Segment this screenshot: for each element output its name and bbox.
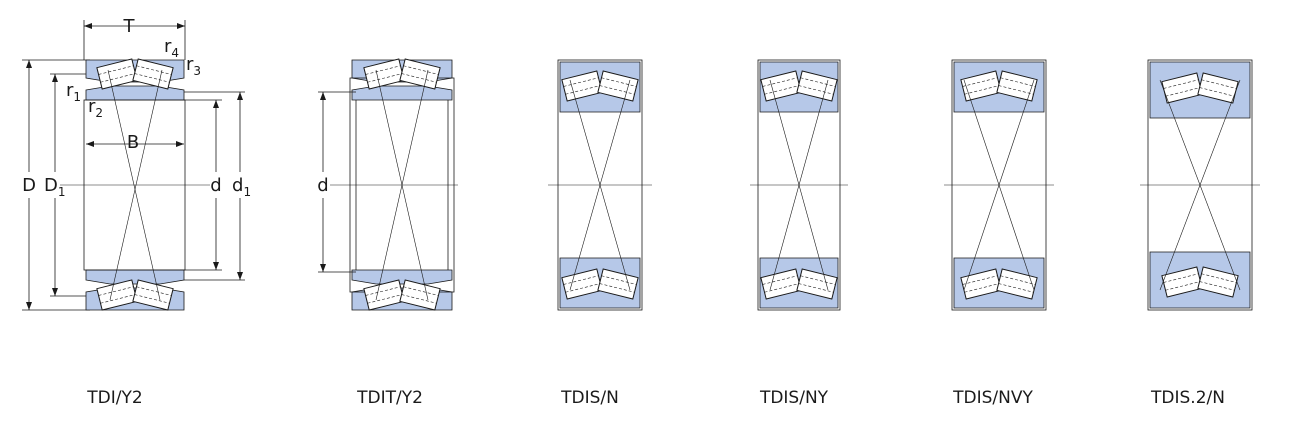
caption-tdis-n: TDIS/N (561, 388, 619, 408)
diagram-tdis-nvy (944, 59, 1054, 311)
dim-d1: d1 (232, 175, 251, 199)
diagram-tdis-ny (750, 59, 848, 311)
caption-tdi-y2: TDI/Y2 (87, 388, 143, 408)
dim-B: B (127, 132, 139, 153)
diagram-tdit-y2: d (317, 58, 458, 311)
dim-d: d (210, 175, 221, 196)
caption-tdis2-n: TDIS.2/N (1151, 388, 1225, 408)
dim-r1: r1 (66, 80, 81, 104)
dim-r2: r2 (88, 96, 103, 120)
diagram-tdis2-n (1140, 59, 1260, 311)
caption-tdis-ny: TDIS/NY (759, 388, 829, 408)
dim-d-tdit: d (317, 175, 328, 196)
dim-T: T (123, 16, 136, 37)
dim-r4: r4 (164, 36, 179, 60)
caption-tdis-nvy: TDIS/NVY (953, 388, 1033, 408)
dim-D: D (22, 175, 36, 196)
diagram-tdis-n (548, 59, 652, 311)
dim-D1: D1 (44, 175, 66, 199)
diagram-tdi-y2: T D D1 d d1 (22, 16, 251, 311)
caption-tdit-y2: TDIT/Y2 (357, 388, 423, 408)
dim-r3: r3 (186, 54, 201, 78)
